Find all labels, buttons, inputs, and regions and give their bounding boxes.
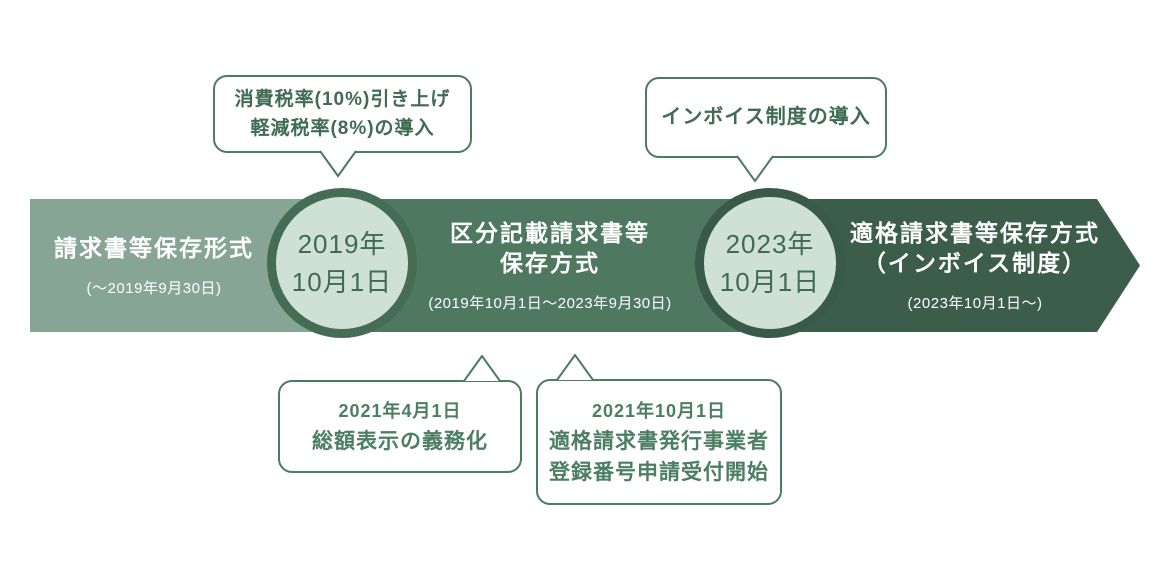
callout-tax-rate-change: 消費税率(10%)引き上げ 軽減税率(8%)の導入: [213, 75, 472, 153]
callout-text-line: 適格請求書発行事業者: [549, 430, 769, 453]
callout-tail-down-2019: [319, 150, 357, 178]
segment-title-line2: （インボイス制度）: [862, 250, 1088, 276]
callout-text-line: インボイス制度の導入: [661, 106, 871, 128]
callout-text-line: 軽減税率(8%)の導入: [250, 118, 435, 139]
segment-period: (～2019年9月30日): [86, 280, 222, 297]
callout-invoice-system-introduction: インボイス制度の導入: [645, 77, 887, 158]
segment-title: 区分記載請求書等: [450, 220, 650, 246]
milestone-year: 2019年: [297, 229, 387, 259]
callout-date: 2021年4月1日: [338, 401, 462, 421]
callout-text-line: 登録番号申請受付開始: [549, 461, 769, 484]
milestone-year: 2023年: [725, 229, 815, 259]
segment-period: (2019年10月1日～2023年9月30日): [428, 295, 672, 312]
segment-title: 請求書等保存形式: [54, 235, 254, 261]
callout-tail-down-2023: [736, 155, 774, 183]
milestone-circle-2023: 2023年 10月1日: [695, 188, 845, 338]
milestone-circle-2019: 2019年 10月1日: [267, 188, 417, 338]
callout-text-line: 総額表示の義務化: [312, 430, 488, 453]
segment-period: (2023年10月1日～): [907, 295, 1043, 312]
segment-title: 適格請求書等保存方式: [850, 220, 1100, 246]
callout-total-price-display: 2021年4月1日 総額表示の義務化: [278, 380, 522, 473]
callout-date: 2021年10月1日: [591, 401, 727, 421]
milestone-date: 10月1日: [291, 267, 393, 297]
milestone-date: 10月1日: [719, 267, 821, 297]
callout-tail-up-registration: [556, 354, 594, 381]
callout-tail-up-total-price: [463, 355, 501, 382]
segment-title-line2: 保存方式: [500, 250, 600, 276]
callout-text-line: 消費税率(10%)引き上げ: [234, 89, 451, 110]
callout-registration-application: 2021年10月1日 適格請求書発行事業者 登録番号申請受付開始: [536, 379, 782, 505]
